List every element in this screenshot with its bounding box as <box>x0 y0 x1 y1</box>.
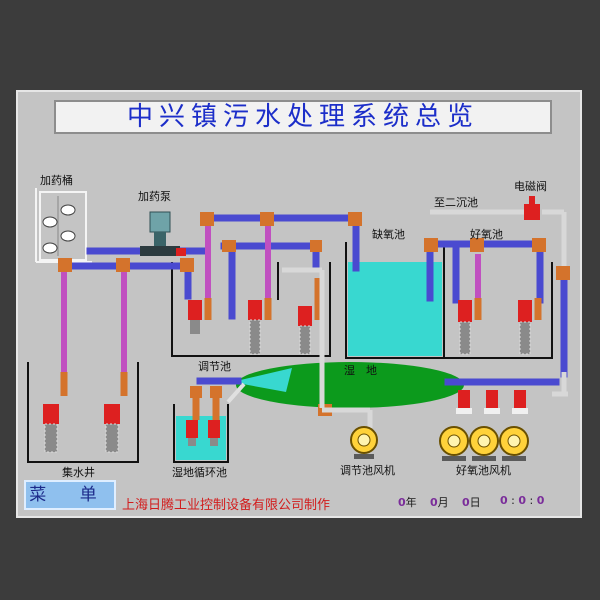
aerobic-tank-pump-1[interactable] <box>458 300 472 355</box>
label-anoxic-tank: 缺氧池 <box>372 228 405 241</box>
gray-pipes <box>282 209 568 428</box>
label-dosing-pump: 加药泵 <box>138 190 171 203</box>
label-regulating-fan: 调节池风机 <box>340 464 395 477</box>
label-solenoid-valve: 电磁阀 <box>514 180 547 193</box>
minute-value: 0 <box>518 494 527 507</box>
aerobic-tank-pump-2[interactable] <box>518 300 532 355</box>
hour-value: 0 <box>500 494 508 507</box>
dosing-pump-icon[interactable] <box>140 211 186 256</box>
blue-pipes <box>60 214 568 386</box>
solenoid-valve-icon[interactable] <box>524 196 540 220</box>
regulating-tank-pump-3[interactable] <box>298 306 312 355</box>
menu-button[interactable]: 菜 单 <box>24 480 116 510</box>
month-value: 0 <box>430 496 438 509</box>
date-month: 0月 <box>430 494 449 510</box>
dosing-bucket[interactable] <box>35 188 92 263</box>
label-to-secondary: 至二沉池 <box>434 196 478 209</box>
collecting-well-pump-1[interactable] <box>43 404 59 453</box>
regulating-tank-pump-1[interactable] <box>188 300 202 334</box>
aerobic-tank <box>443 242 553 359</box>
label-dosing-bucket: 加药桶 <box>40 174 73 187</box>
regulating-fan-icon[interactable] <box>350 426 378 459</box>
label-regulating-tank: 调节池 <box>198 360 231 373</box>
purple-pipes <box>61 226 481 372</box>
regulating-tank-pump-2[interactable] <box>248 300 262 355</box>
page-title: 中兴镇污水处理系统总览 <box>54 100 552 134</box>
label-aerobic-tank: 好氧池 <box>470 228 503 241</box>
orange-pipes <box>60 278 542 420</box>
year-value: 0 <box>398 496 406 509</box>
wetland <box>226 362 464 408</box>
time-clock: 0 : 0 : 0 <box>500 494 545 507</box>
day-value: 0 <box>462 496 470 509</box>
aerobic-fan-3-icon[interactable] <box>499 426 529 461</box>
collecting-well-pump-2[interactable] <box>104 404 120 453</box>
label-collecting-well: 集水井 <box>62 466 95 479</box>
label-wetland: 湿 地 <box>344 364 377 377</box>
date-day: 0日 <box>462 494 481 510</box>
maker-credit: 上海日腾工业控制设备有限公司制作 <box>122 498 331 513</box>
label-wetland-cycle-tank: 湿地循环池 <box>172 466 227 479</box>
second-value: 0 <box>536 494 545 507</box>
year-unit: 年 <box>405 496 417 509</box>
wetland-cycle-pump-2[interactable] <box>208 420 220 446</box>
date-year: 0年 <box>398 494 417 510</box>
label-aerobic-fan: 好氧池风机 <box>456 464 511 477</box>
aerobic-fan-2-icon[interactable] <box>469 426 499 461</box>
aerobic-fan-1-icon[interactable] <box>439 426 469 461</box>
wetland-cycle-pump-1[interactable] <box>186 420 198 446</box>
day-unit: 日 <box>469 496 481 509</box>
aerobic-fan-valves[interactable] <box>456 390 528 414</box>
collecting-well <box>27 362 139 463</box>
month-unit: 月 <box>437 496 449 509</box>
